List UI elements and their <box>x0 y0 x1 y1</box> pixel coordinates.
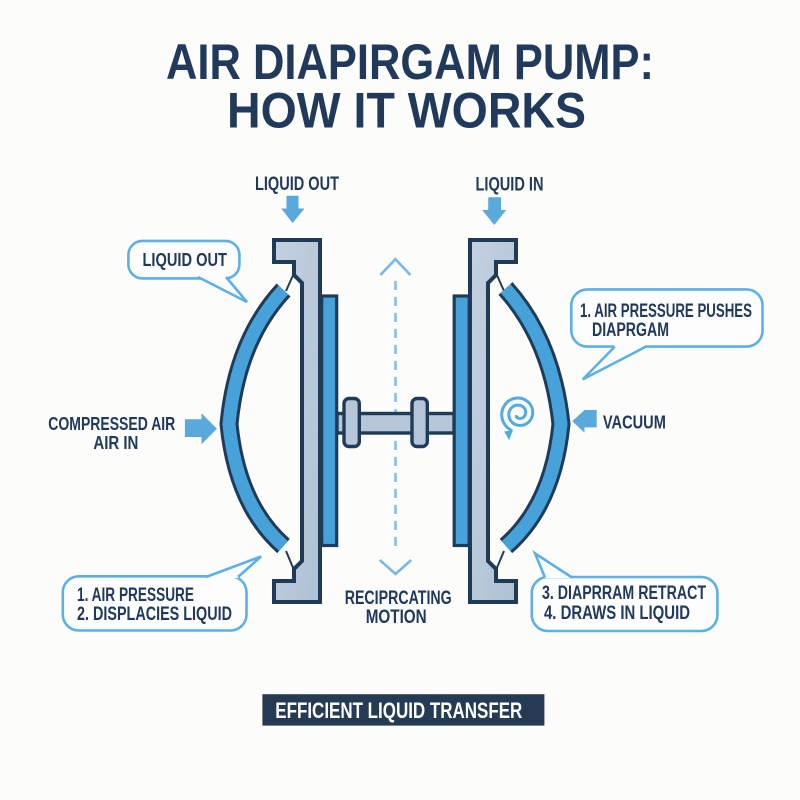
svg-text:1. AIR PRESSURE: 1. AIR PRESSURE <box>77 585 194 606</box>
svg-text:AIR DIAPIRGAM PUMP:: AIR DIAPIRGAM PUMP: <box>166 34 654 90</box>
svg-text:RECIPRCATING: RECIPRCATING <box>345 588 452 609</box>
svg-text:DIAPRGAM: DIAPRGAM <box>592 320 669 341</box>
svg-text:MOTION: MOTION <box>366 607 427 628</box>
svg-text:VACUUM: VACUUM <box>603 412 666 432</box>
svg-text:LIQUID OUT: LIQUID OUT <box>143 249 228 270</box>
svg-text:3. DIAPRRAM RETRACT: 3. DIAPRRAM RETRACT <box>542 583 706 604</box>
svg-text:2. DISPLACIES LIQUID: 2. DISPLACIES LIQUID <box>77 604 232 625</box>
svg-text:EFFICIENT LIQUID TRANSFER: EFFICIENT LIQUID TRANSFER <box>275 698 522 723</box>
svg-text:LIQUID IN: LIQUID IN <box>476 175 544 196</box>
svg-text:4. DRAWS IN LIQUID: 4. DRAWS IN LIQUID <box>544 603 690 624</box>
svg-text:COMPRESSED AIR: COMPRESSED AIR <box>48 413 175 434</box>
svg-text:AIR IN: AIR IN <box>93 432 138 453</box>
svg-text:1. AIR PRESSURE PUSHES: 1. AIR PRESSURE PUSHES <box>580 301 752 322</box>
svg-text:HOW IT WORKS: HOW IT WORKS <box>227 83 586 139</box>
svg-text:LIQUID OUT: LIQUID OUT <box>255 174 339 195</box>
